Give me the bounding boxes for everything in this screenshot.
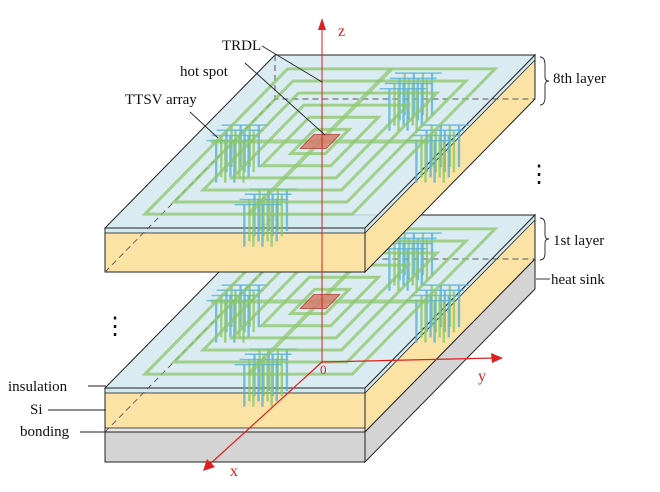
layer-8-stack xyxy=(103,53,537,274)
leader-lines xyxy=(48,45,550,433)
axis-label-z: z xyxy=(338,23,345,40)
z-axis-arrow-icon xyxy=(318,18,326,30)
layer-1-stack xyxy=(103,213,537,464)
heat-sink-front-face xyxy=(104,431,366,463)
leader-ttsv xyxy=(189,111,219,139)
leader-hot-spot xyxy=(244,62,326,136)
brace-8th-layer xyxy=(539,56,550,106)
trdl-ring xyxy=(228,103,412,180)
axis-label-x: x xyxy=(230,463,238,480)
ellipsis-left: ⋮ xyxy=(103,314,127,340)
x-axis-line xyxy=(209,361,323,465)
label-8th-layer: 8th layer xyxy=(553,71,606,87)
label-si: Si xyxy=(30,402,43,418)
trdl-ring xyxy=(141,227,499,376)
trdl-ring xyxy=(170,239,470,364)
si-front-face xyxy=(104,387,366,433)
trdl-ring xyxy=(199,251,441,352)
trdl-ring xyxy=(228,263,412,340)
brace-1st-layer xyxy=(539,217,550,261)
trdl-ring xyxy=(199,91,441,192)
trdl-ring xyxy=(287,287,353,316)
label-hot-spot: hot spot xyxy=(180,64,229,80)
hot-spot xyxy=(299,134,341,149)
axis-label-y: y xyxy=(478,368,486,385)
si-front-face xyxy=(104,227,366,273)
trdl-ring xyxy=(258,115,382,168)
trdl-ring xyxy=(170,79,470,204)
leader-trdl xyxy=(261,45,323,83)
y-axis-arrow-icon xyxy=(491,353,503,363)
bonding-front-face xyxy=(104,427,366,433)
trdl-ring xyxy=(287,127,353,156)
label-ttsv-array: TTSV array xyxy=(125,92,197,108)
label-heat-sink: heat sink xyxy=(551,272,605,288)
annotations: TRDL hot spot TTSV array 8th layer 1st l… xyxy=(8,23,606,480)
heat-sink-side-face xyxy=(364,257,536,464)
trdl-ring xyxy=(141,67,499,216)
axis-origin: 0 xyxy=(320,362,327,377)
trdl-ring xyxy=(258,275,382,328)
ellipsis-right: ⋮ xyxy=(527,162,551,188)
y-axis-line xyxy=(321,357,496,363)
leader-left-layers xyxy=(48,385,106,433)
label-insulation: insulation xyxy=(8,379,68,395)
hot-spot xyxy=(299,294,341,309)
x-axis-arrow-icon xyxy=(203,459,215,471)
label-1st-layer: 1st layer xyxy=(553,233,604,249)
label-trdl: TRDL xyxy=(222,38,261,54)
label-bonding: bonding xyxy=(20,424,70,440)
